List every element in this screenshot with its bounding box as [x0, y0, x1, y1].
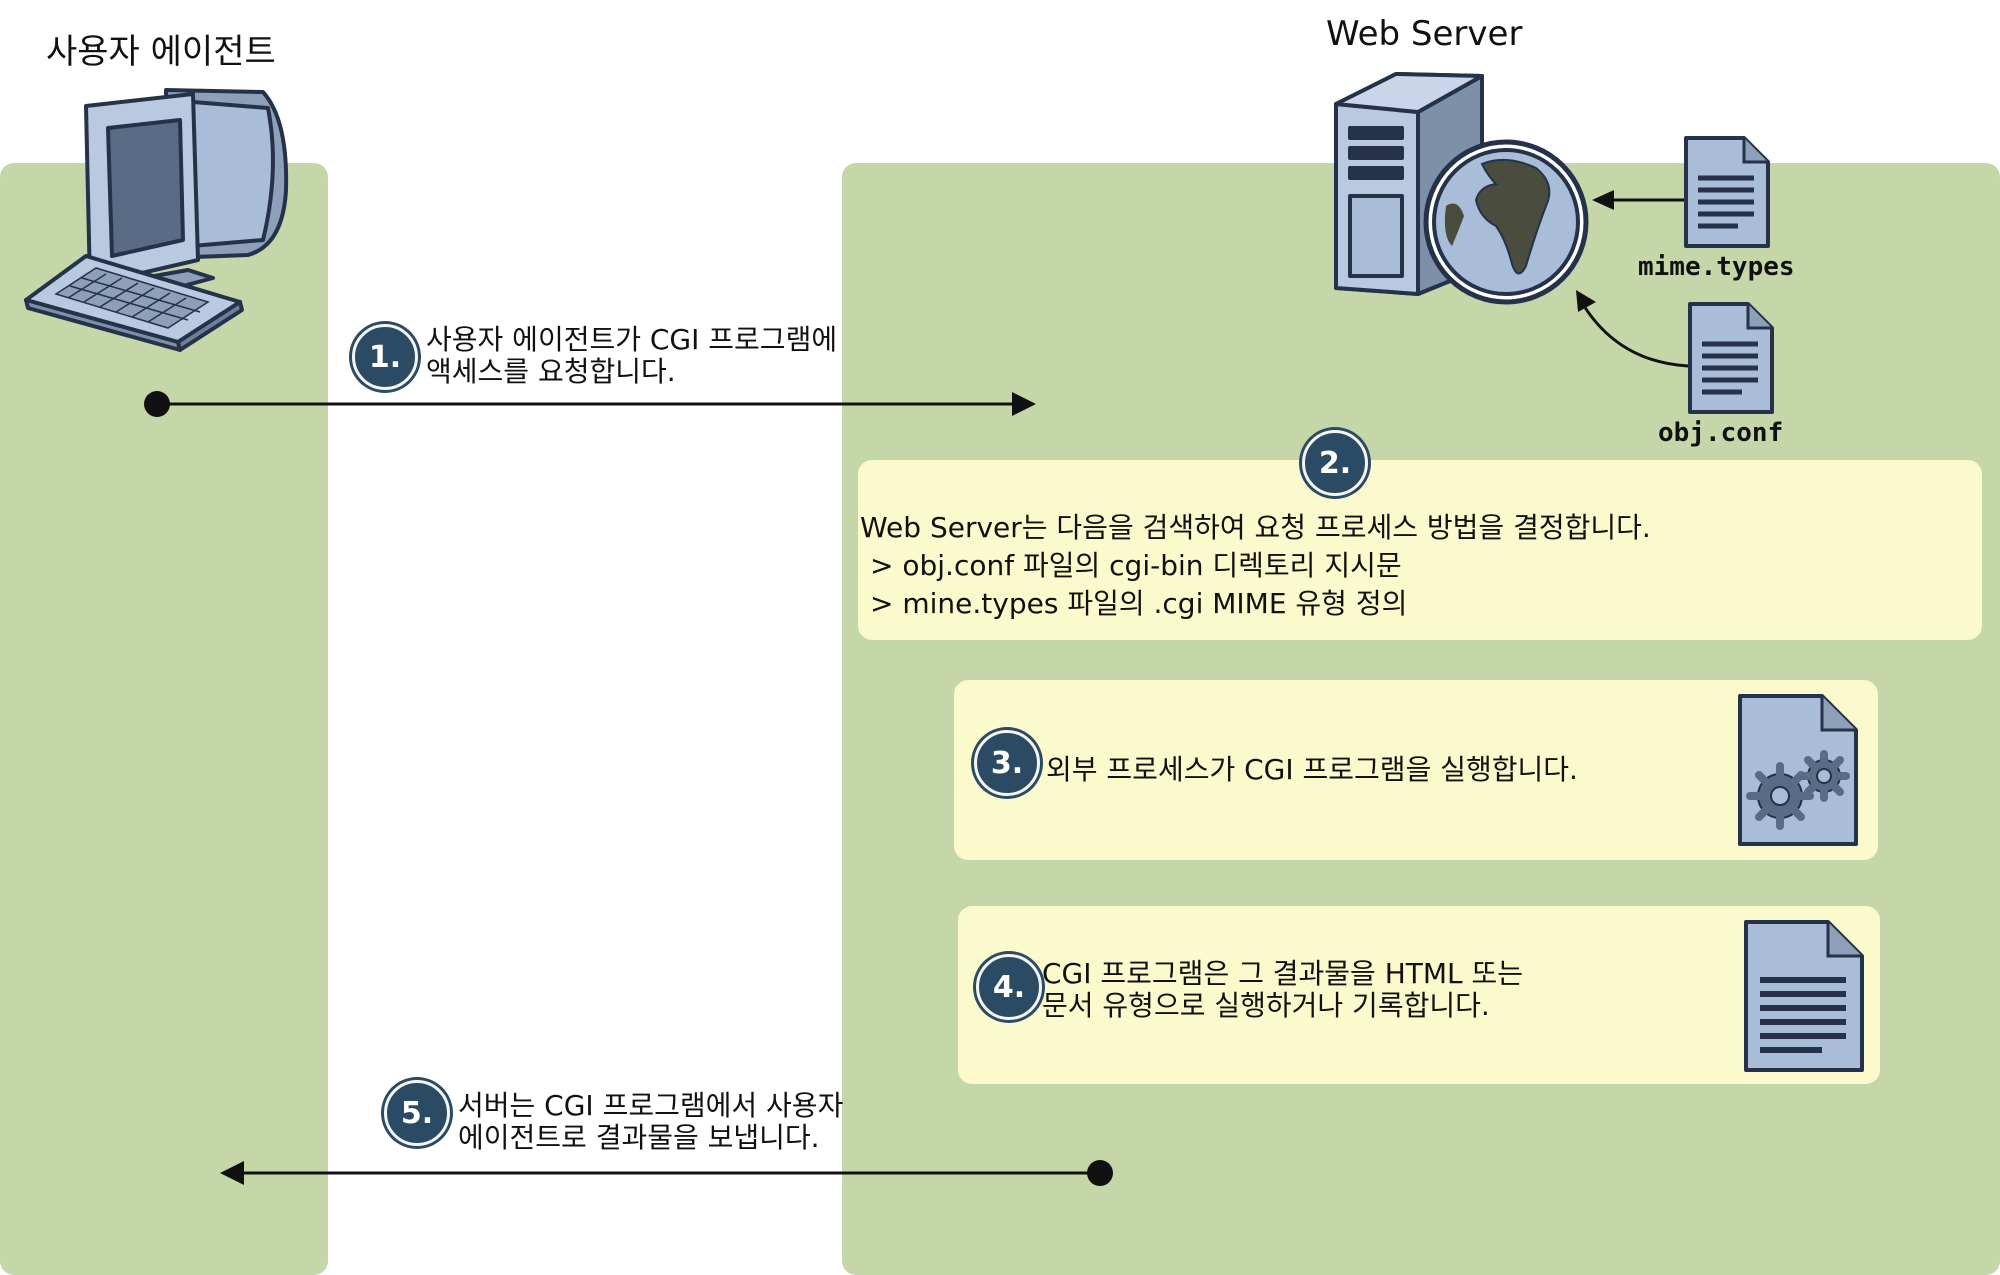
mime-types-document-icon [1684, 136, 1770, 248]
server-globe-icon [1334, 72, 1589, 305]
mime-types-label: mime.types [1638, 252, 1795, 282]
step-5-badge: 5. [384, 1080, 450, 1146]
step-1-badge: 1. [352, 324, 418, 390]
step-2-line-3: > mine.types 파일의 .cgi MIME 유형 정의 [870, 587, 1408, 620]
step-2-box [858, 460, 1982, 640]
obj-conf-document-icon [1688, 302, 1774, 414]
text-document-icon [1744, 920, 1864, 1072]
step-3-box [954, 680, 1878, 860]
response-arrow-head [220, 1161, 244, 1185]
step-4-line-2: 문서 유형으로 실행하거나 기록합니다. [1042, 989, 1490, 1022]
step-5-line-2: 에이전트로 결과물을 보냅니다. [458, 1121, 820, 1154]
step-1-line-2: 액세스를 요청합니다. [426, 355, 676, 388]
user-agent-lane [0, 163, 328, 1275]
step-4-badge: 4. [976, 954, 1042, 1020]
step-5-line-1: 서버는 CGI 프로그램에서 사용자 [458, 1089, 844, 1122]
step-2-line-1: Web Server는 다음을 검색하여 요청 프로세스 방법을 결정합니다. [860, 511, 1651, 544]
request-arrow-head [1012, 392, 1036, 416]
desktop-computer-icon [24, 88, 289, 352]
step-4-box [958, 906, 1880, 1084]
step-2-badge: 2. [1302, 430, 1368, 496]
step-3-line-1: 외부 프로세스가 CGI 프로그램을 실행합니다. [1046, 753, 1578, 786]
gears-document-icon [1738, 694, 1858, 846]
obj-conf-arrow [1582, 305, 1689, 368]
obj-conf-label: obj.conf [1658, 418, 1784, 448]
step-4-line-1: CGI 프로그램은 그 결과물을 HTML 또는 [1042, 957, 1524, 990]
step-2-line-2: > obj.conf 파일의 cgi-bin 디렉토리 지시문 [870, 549, 1402, 582]
web-server-title: Web Server [1326, 14, 1523, 54]
step-1-line-1: 사용자 에이전트가 CGI 프로그램에 [426, 323, 838, 356]
step-3-badge: 3. [974, 730, 1040, 796]
user-agent-title: 사용자 에이전트 [46, 32, 276, 72]
